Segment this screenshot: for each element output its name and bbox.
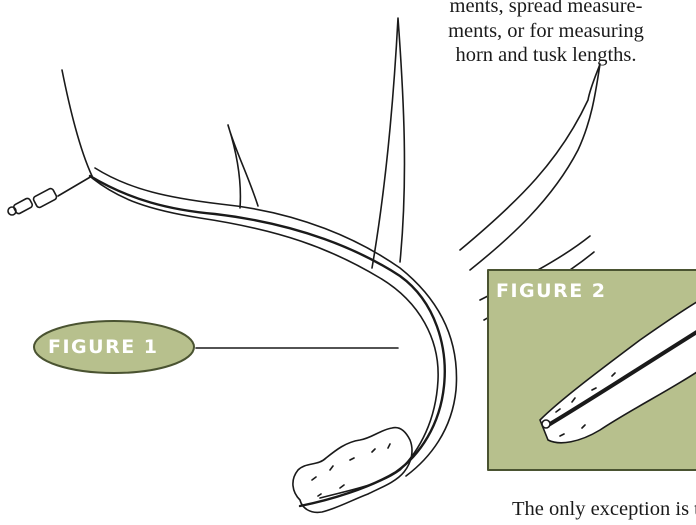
- antler-burr: [293, 428, 412, 513]
- body-text-top: ments, spread measure- ments, or for mea…: [396, 0, 696, 68]
- antler-tine-3: [460, 64, 600, 270]
- measuring-cable: [62, 70, 92, 176]
- cable-clip-icon: [8, 176, 92, 215]
- text-line: ments, spread measure-: [396, 0, 696, 19]
- text-line: ments, or for measuring: [396, 19, 696, 44]
- antler-tine-1: [228, 125, 258, 208]
- text-line: horn and tusk lengths.: [396, 43, 696, 68]
- figure2-label: FIGURE 2: [496, 280, 607, 302]
- figure1-label: FIGURE 1: [48, 336, 159, 358]
- body-text-bottom: The only exception is that: [512, 497, 696, 521]
